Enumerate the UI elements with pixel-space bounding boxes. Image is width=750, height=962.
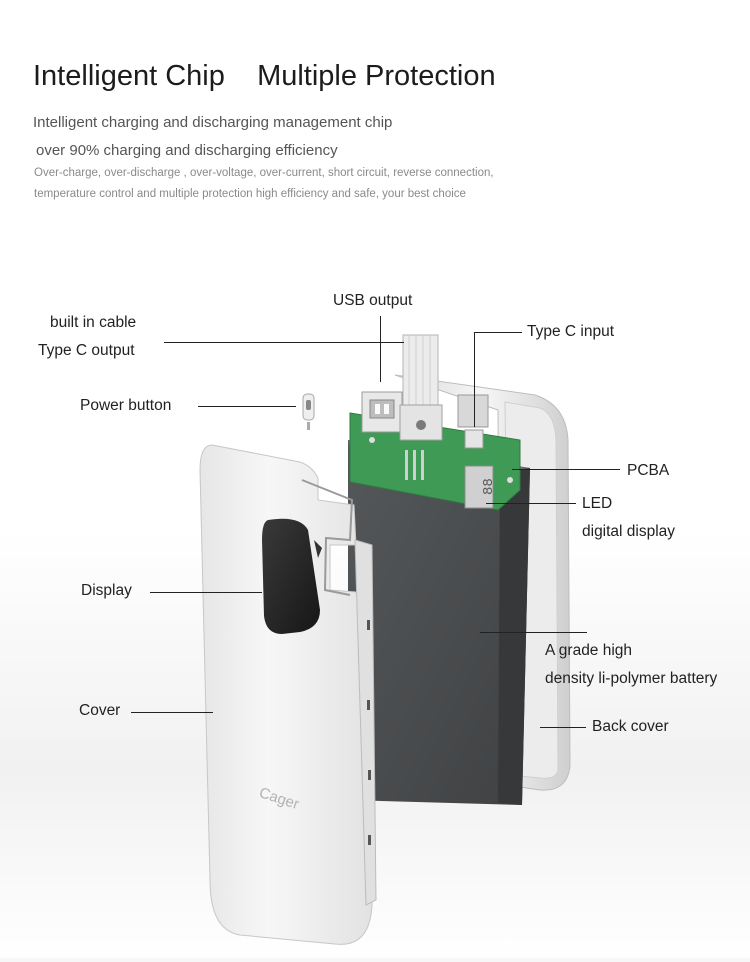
label-led: LED <box>582 495 613 512</box>
label-back-cover: Back cover <box>592 718 669 735</box>
label-type-c-input: Type C input <box>527 323 615 340</box>
protection-detail-line-2: temperature control and multiple protect… <box>34 188 466 200</box>
battery-pack <box>348 440 530 805</box>
led-digits: 88 <box>481 478 497 495</box>
label-built-in-cable: built in cable <box>50 314 137 331</box>
subtitle-chip: Intelligent charging and discharging man… <box>33 114 393 131</box>
label-cover: Cover <box>79 702 121 719</box>
leader-type-c-input-vertical <box>474 332 475 427</box>
pcba-board: 88 <box>349 391 521 511</box>
power-button-part <box>302 393 315 430</box>
subtitle-efficiency: over 90% charging and discharging effici… <box>36 142 338 159</box>
label-power-button: Power button <box>80 397 172 414</box>
protection-detail-line-1: Over-charge, over-discharge , over-volta… <box>34 167 494 179</box>
bottom-divider <box>0 958 750 962</box>
front-cover: Cager <box>199 444 377 945</box>
label-battery-line-2: density li-polymer battery <box>545 670 718 687</box>
leader-usb-output <box>380 316 381 382</box>
label-display: Display <box>81 582 132 599</box>
label-pcba: PCBA <box>627 462 670 479</box>
label-digital-display: digital display <box>582 523 676 540</box>
leader-type-c-output <box>164 342 404 343</box>
leader-display <box>150 592 262 593</box>
leader-power-button <box>198 406 296 407</box>
label-type-c-output: Type C output <box>38 342 135 359</box>
label-usb-output: USB output <box>333 292 413 309</box>
leader-type-c-input <box>474 332 522 333</box>
built-in-cable <box>399 334 443 441</box>
page-title: Intelligent Chip Multiple Protection <box>33 60 496 92</box>
leader-led <box>486 503 576 504</box>
leader-cover <box>131 712 213 713</box>
label-battery-line-1: A grade high <box>545 642 633 659</box>
leader-back-cover <box>540 727 586 728</box>
leader-battery <box>480 632 587 633</box>
leader-pcba <box>512 469 620 470</box>
